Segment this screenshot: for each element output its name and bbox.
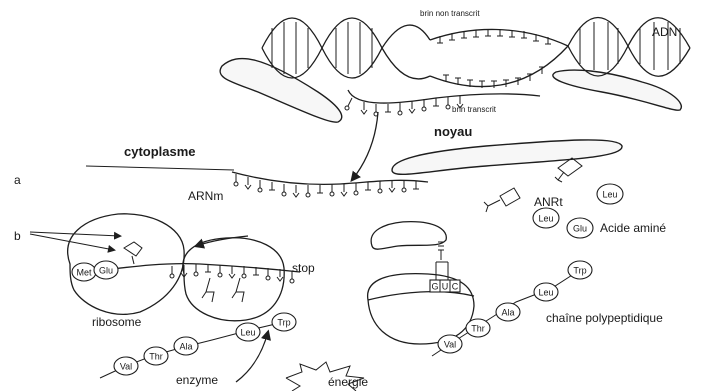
svg-text:Ala: Ala: [501, 307, 514, 317]
label-ribosome: ribosome: [92, 315, 142, 329]
label-noyau: noyau: [434, 124, 472, 139]
trna-icon: [555, 158, 582, 182]
mrna-in-ribosome-bases: [170, 264, 294, 283]
free-amino-acid-leu-1: Leu: [597, 184, 623, 204]
nucleus-region: brin non transcrit brin transcrit ADN no…: [220, 9, 690, 180]
transcribed-bases: [443, 67, 545, 88]
svg-text:Leu: Leu: [602, 189, 617, 199]
svg-text:Glu: Glu: [573, 223, 587, 233]
translocation-arrow: [196, 236, 248, 246]
trna-icon: [484, 188, 520, 212]
label-enzyme: enzyme: [176, 373, 218, 387]
pointer-a: [86, 166, 234, 170]
nascent-mrna: [348, 90, 540, 103]
label-chaine-polypeptidique: chaîne polypeptidique: [546, 311, 663, 325]
nascent-mrna-bases: [345, 96, 463, 116]
free-amino-acid-leu-2: Leu: [533, 208, 559, 228]
ribosome-translating: Met Glu: [68, 214, 300, 321]
non-transcribed-bases: [437, 29, 551, 44]
chain-right-amino-acid-ala: Ala: [496, 303, 520, 321]
dna-double-helix: [262, 18, 690, 79]
label-energie: énergie: [328, 375, 368, 389]
chain-left-amino-acid-val: Val: [114, 357, 138, 375]
label-a: a: [14, 173, 21, 187]
svg-text:Thr: Thr: [471, 323, 485, 333]
chain-left-amino-acid-thr: Thr: [144, 347, 168, 365]
nuclear-envelope-left: [220, 59, 342, 123]
svg-text:Trp: Trp: [277, 317, 290, 327]
chain-right-amino-acid-thr: Thr: [466, 319, 490, 337]
svg-text:Trp: Trp: [573, 265, 586, 275]
svg-text:G: G: [431, 281, 438, 291]
svg-text:U: U: [442, 281, 449, 291]
svg-text:Thr: Thr: [149, 351, 163, 361]
chain-right-amino-acid-trp: Trp: [568, 261, 592, 279]
label-acide-amine: Acide aminé: [600, 221, 666, 235]
export-arrow: [352, 112, 378, 180]
label-adn: ADN: [652, 25, 677, 39]
released-ribosome: G U C: [368, 222, 474, 344]
label-brin-transcrit: brin transcrit: [452, 105, 497, 114]
free-trna-group: [484, 158, 582, 212]
ribosome-amino-acid-glu: Glu: [94, 261, 118, 279]
chain-left-amino-acid-ala: Ala: [174, 337, 198, 355]
energie-burst: énergie: [286, 362, 368, 391]
label-stop: stop: [292, 261, 315, 275]
label-b: b: [14, 229, 21, 243]
released-ribosome-small-subunit: [371, 222, 446, 249]
pointers-b: [30, 232, 120, 250]
nuclear-envelope-bottom: [392, 140, 622, 174]
label-cytoplasme: cytoplasme: [124, 144, 196, 159]
label-anrt: ANRt: [534, 195, 563, 209]
label-brin-non-transcrit: brin non transcrit: [420, 9, 480, 18]
polypeptide-chain-right: Val Thr Ala Leu Trp: [432, 261, 592, 356]
chain-right-amino-acid-val: Val: [438, 335, 462, 353]
svg-text:Leu: Leu: [538, 287, 553, 297]
mrna-cytoplasm-bases: [234, 174, 419, 197]
released-trna: G U C: [430, 242, 460, 292]
chain-left-amino-acid-leu: Leu: [236, 323, 260, 341]
label-arnm: ARNm: [188, 189, 223, 203]
svg-text:Leu: Leu: [240, 327, 255, 337]
svg-text:Val: Val: [444, 339, 456, 349]
svg-text:Met: Met: [76, 267, 92, 277]
svg-text:Val: Val: [120, 361, 132, 371]
svg-text:Glu: Glu: [99, 265, 113, 275]
svg-text:Leu: Leu: [538, 213, 553, 223]
ribosome-amino-acid-met: Met: [72, 263, 96, 281]
free-amino-acid-glu: Glu: [567, 218, 593, 238]
chain-right-amino-acid-leu: Leu: [534, 283, 558, 301]
svg-text:Ala: Ala: [179, 341, 192, 351]
svg-text:C: C: [452, 281, 459, 291]
transcribed-strand: [430, 46, 568, 87]
chain-left-amino-acid-trp: Trp: [272, 313, 296, 331]
